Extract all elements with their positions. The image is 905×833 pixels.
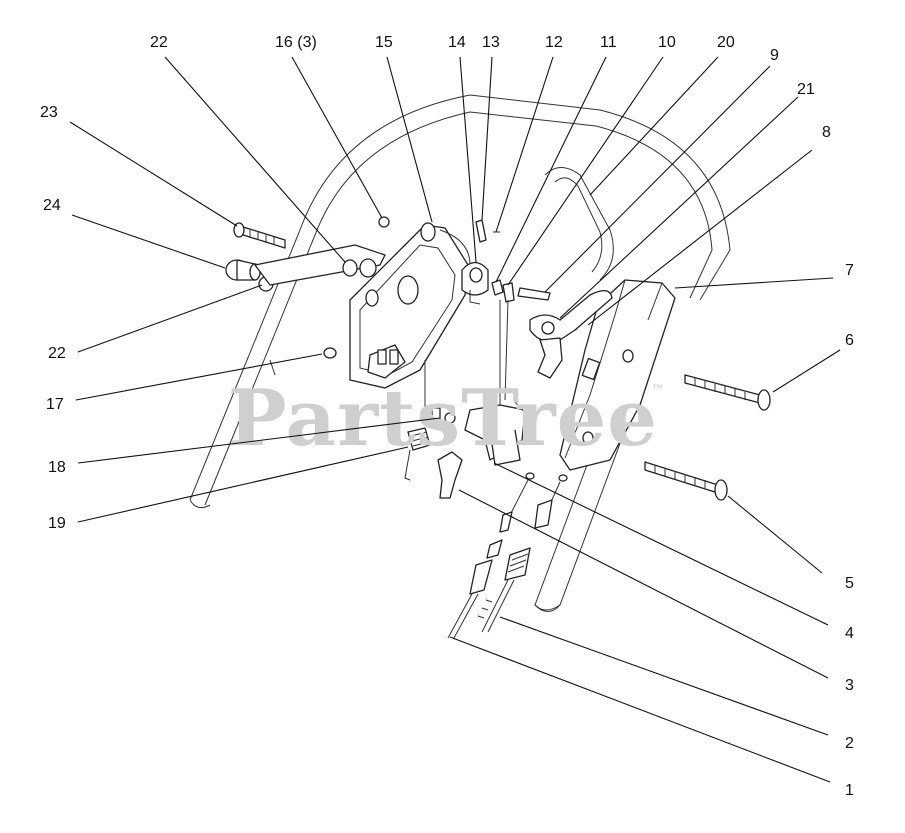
- callout-17: 17: [46, 396, 64, 413]
- callout-8: 8: [822, 124, 831, 141]
- callout-7: 7: [845, 262, 854, 279]
- callout-5: 5: [845, 575, 854, 592]
- callout-15: 15: [375, 34, 393, 51]
- callout-6: 6: [845, 332, 854, 349]
- callout-labels: 22 16 (3) 15 14 13 12 11 10 20 9 21 8 7 …: [40, 34, 854, 799]
- callout-10: 10: [658, 34, 676, 51]
- leader-lines: [69, 56, 841, 783]
- left-fasteners: [225, 216, 390, 359]
- callout-13: 13: [482, 34, 500, 51]
- callout-16: 16 (3): [275, 34, 317, 51]
- upper-linkage: [461, 219, 551, 305]
- callout-11: 11: [600, 34, 617, 51]
- watermark-trademark: ™: [652, 383, 663, 395]
- callout-23: 23: [40, 104, 58, 121]
- callout-18: 18: [48, 459, 66, 476]
- callout-9: 9: [770, 47, 779, 64]
- callout-14: 14: [448, 34, 466, 51]
- handle-frame: [189, 94, 731, 612]
- callout-1: 1: [845, 782, 854, 799]
- callout-22-bottom: 22: [48, 345, 66, 362]
- callout-3: 3: [845, 677, 854, 694]
- callout-2: 2: [845, 735, 854, 752]
- callout-4: 4: [845, 625, 854, 642]
- left-control-housing: [349, 222, 471, 389]
- callout-12: 12: [545, 34, 563, 51]
- watermark-text: PartsTree: [228, 373, 658, 464]
- callout-19: 19: [48, 515, 66, 532]
- callout-21: 21: [797, 81, 815, 98]
- bolts: [644, 374, 771, 501]
- callout-22-top: 22: [150, 34, 168, 51]
- callout-24: 24: [43, 197, 61, 214]
- center-bracket: [404, 299, 568, 516]
- cables: [447, 499, 553, 639]
- right-control-housing: [529, 279, 676, 471]
- callout-20: 20: [717, 34, 735, 51]
